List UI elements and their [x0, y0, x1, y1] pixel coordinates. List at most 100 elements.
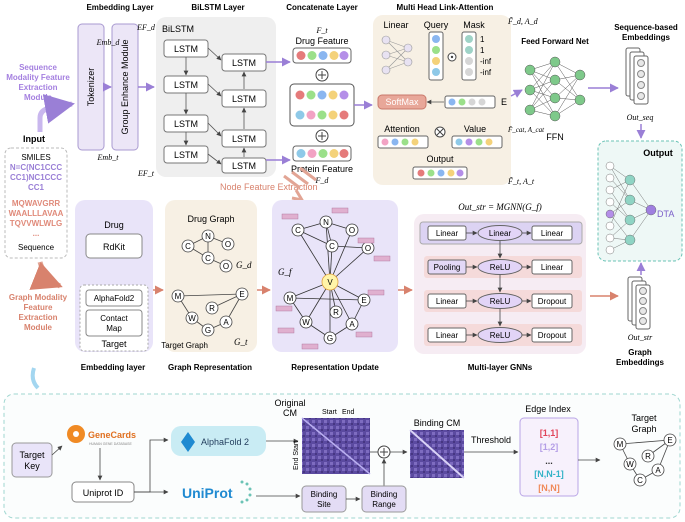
edge-index-box	[519, 417, 579, 497]
target-graph-label: Target Graph	[161, 341, 208, 350]
graph-embedding-stack	[627, 276, 651, 330]
caption-embedding-layer: Embedding layer	[81, 363, 145, 372]
input-to-seq-arrow	[37, 94, 75, 132]
drug-feature-dots	[296, 51, 349, 60]
svg-text:R: R	[645, 452, 651, 461]
output-net	[605, 161, 657, 255]
f-t-label: F_t	[315, 26, 328, 35]
svg-text:O: O	[365, 244, 371, 253]
group-enhance-label: Group Enhance Module	[120, 39, 130, 134]
target-key-2: Key	[24, 461, 40, 471]
fcat-acat-label: F̃_cat, A_cat	[507, 126, 545, 134]
caption-graph-rep: Graph Representation	[168, 363, 252, 372]
query-label: Query	[424, 20, 449, 30]
f-d-label: F_d	[315, 176, 330, 185]
svg-text:O: O	[225, 240, 231, 249]
ffn-title: Feed Forward Net	[521, 37, 589, 46]
title-bilstm-layer: BiLSTM Layer	[191, 3, 244, 12]
svg-text:Modality Feature: Modality Feature	[6, 73, 70, 82]
svg-text:[N,N-1]: [N,N-1]	[534, 469, 564, 479]
attn-linear-label: Linear	[383, 20, 408, 30]
smiles-label: SMILES	[21, 153, 50, 162]
svg-text:M: M	[617, 440, 624, 449]
svg-text:E: E	[361, 296, 366, 305]
graph-module-label: Graph Modality Feature Extraction Module	[9, 293, 68, 332]
bottom-target-graph-2: Graph	[631, 424, 656, 434]
bottom-target-graph: M E R W C A	[613, 433, 677, 487]
graph-embeddings-title-2: Embeddings	[616, 358, 665, 367]
start-label: Start	[322, 409, 337, 416]
svg-text:Linear: Linear	[436, 229, 459, 238]
tokenizer-label: Tokenizer	[86, 68, 96, 107]
svg-text:Graph Modality: Graph Modality	[9, 293, 68, 302]
fused-graph: C N O C O V M E R W A G	[283, 215, 375, 345]
title-multi-head: Multi Head Link-Attention	[397, 3, 494, 12]
e-label: E	[501, 97, 507, 107]
input-to-graph-arrow	[29, 261, 63, 290]
output-panel	[597, 140, 683, 262]
svg-text:M: M	[175, 292, 182, 301]
svg-text:[1,2]: [1,2]	[540, 442, 559, 452]
svg-text:Linear: Linear	[541, 229, 564, 238]
svg-text:E: E	[667, 436, 672, 445]
emb-t-label: Emb_t	[97, 153, 120, 162]
target-label: Target	[101, 339, 127, 349]
svg-text:Sequence: Sequence	[19, 63, 57, 72]
value-label: Value	[464, 124, 486, 134]
svg-text:Dropout: Dropout	[538, 331, 567, 340]
drug-label: Drug	[104, 220, 124, 230]
softmax-label: SoftMax	[385, 97, 419, 107]
target-graph: M E R W A G	[171, 287, 249, 337]
alphafold-box	[171, 426, 266, 456]
alphafold-label: AlphaFold 2	[201, 437, 249, 447]
out-seq-label: Out_seq	[627, 113, 654, 122]
genecards-label: GeneCards	[88, 430, 136, 440]
svg-text:LSTM: LSTM	[232, 161, 256, 171]
g-t-label: G_t	[234, 337, 248, 347]
edge-list: [1,1] [1,2] ... [N,N-1] [N,N]	[534, 428, 564, 493]
node-feature-arrow	[283, 166, 317, 203]
svg-text:C: C	[329, 242, 335, 251]
binding-site-1: Binding	[311, 490, 338, 499]
svg-text:O: O	[223, 262, 229, 271]
sequence-lines: MQWAVGRR WAALLLAVAA TQVVWLWLG ...	[9, 199, 64, 238]
drug-graph: C N O C O	[181, 229, 235, 273]
svg-text:1: 1	[480, 46, 485, 55]
contact-map-label-1: Contact	[100, 314, 128, 323]
svg-text:CC1)NC1CCC: CC1)NC1CCC	[10, 173, 62, 182]
g-d-label: G_d	[236, 260, 252, 270]
mask-values: 1 1 -inf -inf	[480, 35, 492, 77]
alphafold2-box	[85, 289, 143, 307]
mgnn-formula: Out_str = MGNN(G_f)	[458, 202, 542, 212]
sequence-label: Sequence	[18, 243, 55, 252]
ffn-net	[524, 56, 586, 122]
seq-module-label: Sequence Modality Feature Extraction Mod…	[6, 63, 70, 102]
binding-range-2: Range	[372, 500, 396, 509]
svg-text:Dropout: Dropout	[538, 297, 567, 306]
target-key-1: Target	[19, 450, 45, 460]
node-feature-label: Node Feature Extraction	[220, 182, 318, 192]
out-str-label: Out_str	[628, 333, 653, 342]
svg-text:1: 1	[480, 35, 485, 44]
g-f-label: G_f	[278, 267, 293, 277]
attn-output-label: Output	[426, 154, 454, 164]
svg-text:C: C	[295, 226, 301, 235]
svg-text:-inf: -inf	[480, 57, 492, 66]
original-cm-1: Original	[274, 398, 305, 408]
svg-text:Module: Module	[24, 93, 53, 102]
uniprot-dots-icon	[240, 480, 252, 504]
binding-range-box	[361, 485, 407, 513]
svg-text:Linear: Linear	[436, 297, 459, 306]
threshold-label: Threshold	[471, 435, 511, 445]
svg-text:W: W	[188, 314, 196, 323]
concat-stack	[289, 83, 355, 127]
svg-text:Pooling: Pooling	[434, 263, 461, 272]
svg-text:A: A	[223, 318, 229, 327]
dta-label: DTA	[657, 209, 674, 219]
svg-text:LSTM: LSTM	[232, 58, 256, 68]
original-cm-2: CM	[283, 408, 297, 418]
svg-text:...: ...	[545, 456, 553, 466]
alphafold2-label: AlphaFold2	[94, 294, 135, 303]
graph-embeddings-title-1: Graph	[628, 348, 652, 357]
